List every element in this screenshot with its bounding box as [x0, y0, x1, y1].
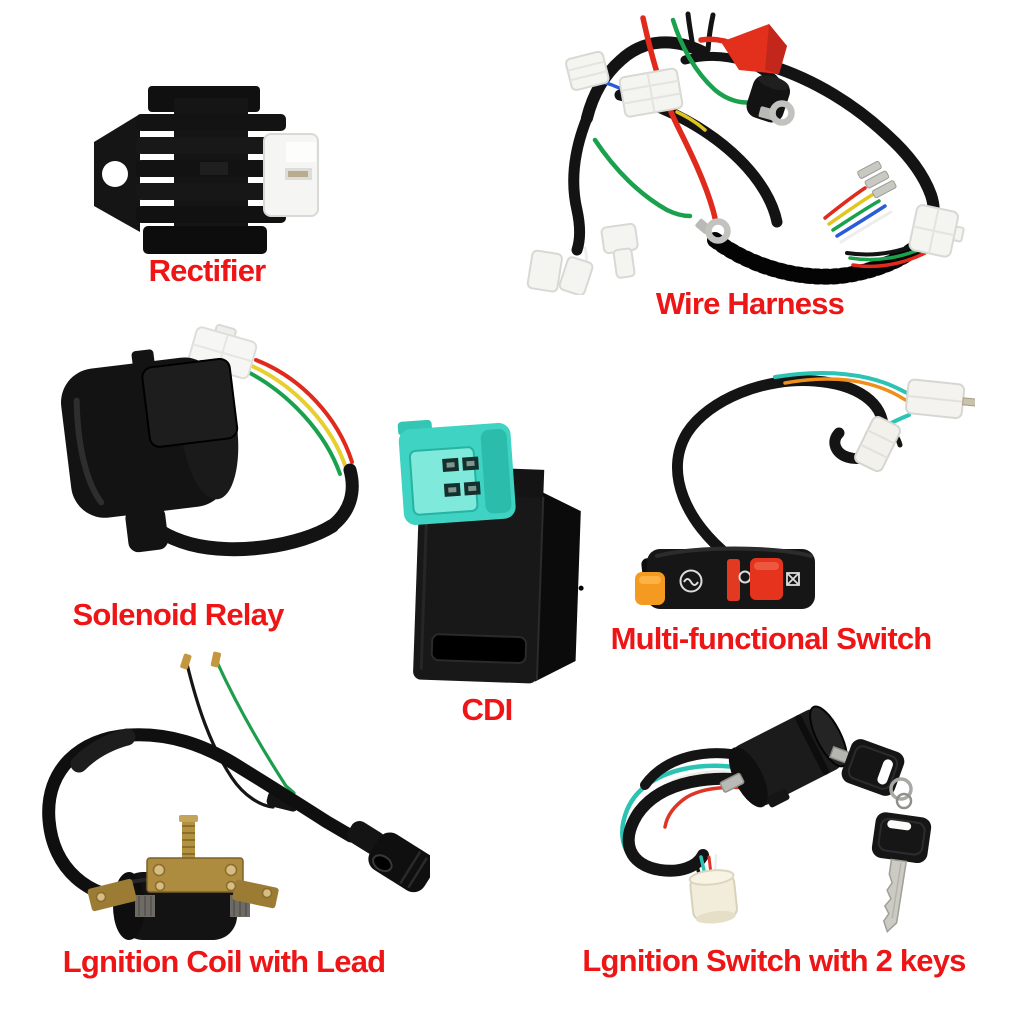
ignition-switch-connector — [688, 869, 738, 924]
cdi-figure: CDI — [390, 420, 600, 740]
harness-wires — [583, 15, 927, 270]
switch-housing — [635, 546, 815, 609]
spade-terminals — [857, 160, 897, 199]
spare-key — [871, 812, 932, 933]
solenoid-relay-figure: Solenoid Relay — [50, 320, 380, 632]
key-inserted — [828, 739, 905, 796]
battery-terminal-cover — [721, 24, 787, 74]
solenoid-relay-label: Solenoid Relay — [72, 597, 284, 632]
ignition-coil-figure: Lgnition Coil with Lead — [35, 650, 430, 990]
rectifier-connector — [263, 133, 319, 217]
multi-functional-switch-figure: Multi-functional Switch — [611, 365, 975, 665]
rectifier-finned-body — [136, 86, 286, 254]
wire-harness-photo — [526, 11, 965, 295]
cdi-connector-pins — [442, 456, 481, 497]
cdi-plug-connector — [397, 420, 516, 525]
ring-terminal — [758, 100, 795, 126]
electric-start-icon — [679, 569, 703, 593]
ignition-coil-label: Lgnition Coil with Lead — [62, 944, 386, 979]
switch-connector — [905, 378, 975, 420]
ignition-switch-photo — [620, 705, 932, 933]
solenoid-body — [61, 349, 239, 553]
rectifier-mounting-tab — [94, 114, 140, 232]
rectifier-figure: Rectifier — [88, 78, 333, 293]
rectifier-photo — [94, 86, 319, 254]
wire-harness-figure: Wire Harness — [525, 10, 1020, 330]
engine-off-icon — [786, 572, 800, 586]
ring-terminal — [695, 218, 731, 244]
cdi-label: CDI — [461, 692, 514, 727]
wire-harness-label: Wire Harness — [655, 286, 845, 321]
rectifier-label: Rectifier — [148, 253, 267, 288]
ignition-switch-label: Lgnition Switch with 2 keys — [582, 943, 966, 978]
harness-connectors — [526, 50, 965, 295]
ignition-switch-figure: Lgnition Switch with 2 keys — [582, 685, 1005, 995]
cdi-photo — [397, 420, 584, 684]
rubber-boot-cap — [746, 75, 791, 123]
choke-slider — [727, 559, 740, 601]
multi-functional-switch-photo — [635, 371, 975, 609]
spark-plug-boot — [347, 820, 430, 893]
ignition-coil-photo — [42, 651, 430, 940]
ht-lead — [42, 728, 358, 905]
coil-bracket — [87, 815, 279, 912]
solenoid-relay-photo — [61, 323, 359, 557]
switch-connector — [854, 416, 901, 473]
ignition-switch-barrel — [719, 705, 848, 808]
key-ring — [889, 777, 913, 810]
multi-functional-switch-label: Multi-functional Switch — [610, 621, 933, 656]
